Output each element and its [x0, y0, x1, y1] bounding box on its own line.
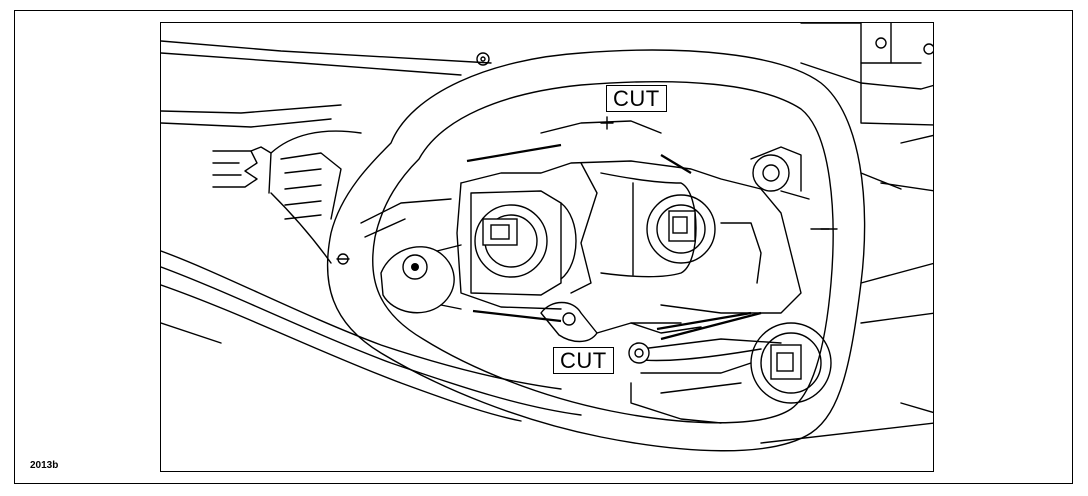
housing-outline — [161, 23, 933, 444]
headlamp-rear-diagram: CUT CUT — [160, 22, 934, 472]
cut-callout-bottom: CUT — [553, 347, 614, 374]
headlamp-line-art — [161, 23, 933, 452]
lower-left-adjuster — [360, 198, 462, 314]
fasteners — [336, 37, 933, 265]
left-mounting-bracket — [212, 130, 362, 264]
figure-outer-frame — [14, 10, 1073, 484]
central-bulb-assembly — [456, 120, 802, 323]
rear-cover-gasket — [326, 49, 866, 452]
cut-callout-top: CUT — [606, 85, 667, 112]
figure-id-label: 2013b — [30, 460, 59, 471]
right-lower-socket — [628, 311, 832, 424]
right-upper-socket — [750, 146, 902, 230]
lower-pivot — [540, 301, 782, 362]
